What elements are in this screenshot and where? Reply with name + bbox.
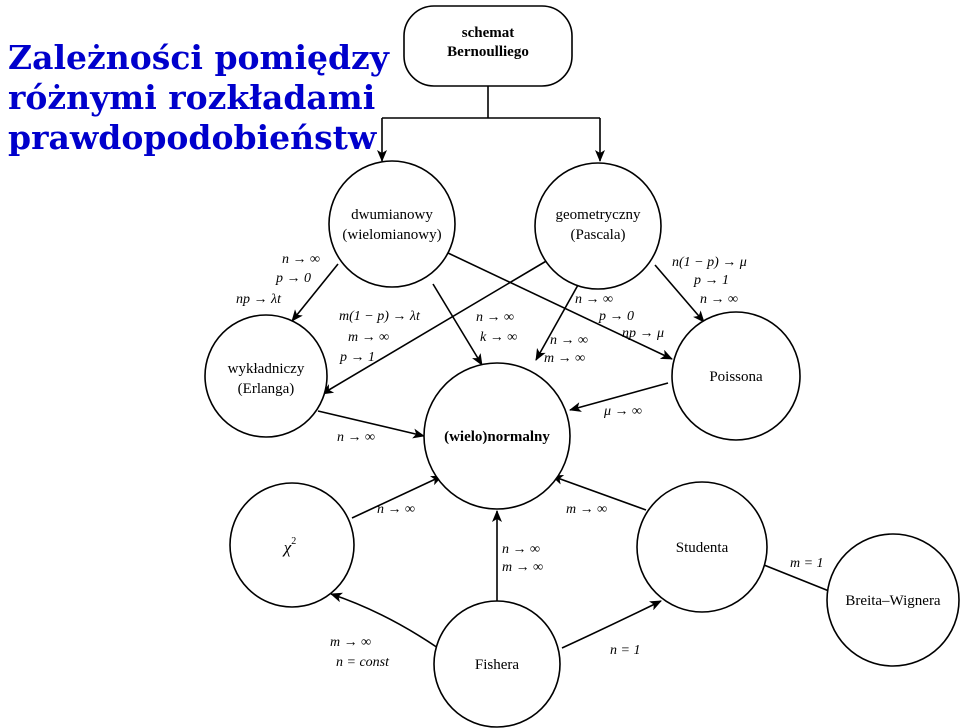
edge-label-line: p → 1 (339, 350, 375, 365)
edge-label-line: n = 1 (610, 643, 640, 658)
title-line-2: różnymi rozkładami (8, 78, 376, 117)
edge-fish-stud (561, 600, 662, 649)
edge-label-line: n → ∞ (550, 333, 588, 348)
node-chi2-symbol: χ2 (282, 536, 296, 557)
edge-label-line: np → λt (236, 292, 282, 307)
node-geometryczny: geometryczny (Pascala) (534, 162, 662, 290)
edge-label-line: n = const (336, 655, 390, 670)
edge-chi-norm (351, 475, 443, 519)
node-normalny: (wielo)normalny (423, 362, 571, 510)
edge-geo-pois (654, 264, 705, 323)
node-bernoulli-line1: schemat (462, 25, 515, 41)
edge-geo-norm (535, 284, 579, 361)
edge-label-line: μ → ∞ (603, 404, 642, 419)
node-studenta-line1: Studenta (676, 540, 729, 556)
edge-label-line: m → ∞ (566, 502, 607, 517)
edge-label-line: m → ∞ (544, 351, 585, 366)
edges (291, 252, 840, 649)
label-pois-norm: μ → ∞ (603, 404, 642, 419)
title-line-1: Zależności pomiędzy (8, 38, 389, 77)
edge-label-line: n → ∞ (502, 542, 540, 557)
node-breit-line1: Breita–Wignera (845, 593, 941, 609)
edge-label-line: p → 0 (598, 309, 634, 324)
label-geo-norm: n → ∞ m → ∞ (544, 333, 588, 366)
node-wykladniczy: wykładniczy (Erlanga) (204, 314, 328, 438)
edge-dwu-pois (447, 252, 673, 360)
label-dwu-wyk: n → ∞ p → 0 np → λt (236, 252, 320, 307)
edge-label-line: p → 0 (275, 271, 311, 286)
edge-label-line: n → ∞ (337, 430, 375, 445)
label-dwu-pois: n → ∞ p → 0 np → μ (575, 292, 664, 341)
edge-wyk-norm (317, 410, 425, 439)
edge-label-line: n → ∞ (377, 502, 415, 517)
node-poissona-line1: Poissona (709, 369, 763, 385)
label-chi-norm: n → ∞ (377, 502, 415, 517)
label-fish-stud: n = 1 (610, 643, 640, 658)
label-geo-pois: n(1 − p) → μ p → 1 n → ∞ (672, 255, 747, 307)
node-wykladniczy-line2: (Erlanga) (238, 381, 295, 397)
edge-dwu-norm (432, 283, 483, 366)
node-bernoulli-line2: Bernoulliego (447, 44, 529, 60)
edge-label-line: p → 1 (693, 273, 729, 288)
edge-label-line: n → ∞ (575, 292, 613, 307)
node-poissona: Poissona (671, 311, 801, 441)
edge-dwu-wyk (291, 263, 339, 322)
edge-fish-chi (330, 592, 439, 649)
edge-pois-norm (569, 382, 669, 412)
edge-label-line: n → ∞ (476, 310, 514, 325)
label-stud-breit: m = 1 (790, 556, 824, 571)
edge-label-line: m → ∞ (348, 330, 389, 345)
node-fishera-line1: Fishera (475, 657, 520, 673)
label-fish-norm: n → ∞ m → ∞ (502, 542, 543, 575)
node-chi2: χ2 (229, 482, 355, 608)
edge-labels: n → ∞ p → 0 np → λt m(1 − p) → λt m → ∞ … (236, 252, 824, 670)
label-stud-norm: m → ∞ (566, 502, 607, 517)
node-normalny-line1: (wielo)normalny (444, 429, 550, 445)
node-breit: Breita–Wignera (826, 533, 960, 667)
label-geo-wyk: m(1 − p) → λt m → ∞ p → 1 (339, 309, 421, 365)
node-geometryczny-line2: (Pascala) (571, 227, 626, 243)
edge-label-line: np → μ (622, 326, 664, 341)
edge-label-line: m → ∞ (330, 635, 371, 650)
label-wyk-norm: n → ∞ (337, 430, 375, 445)
node-dwumianowy-line1: dwumianowy (351, 207, 433, 223)
edge-label-line: k → ∞ (480, 330, 517, 345)
edge-label-line: n(1 − p) → μ (672, 255, 747, 270)
title-line-3: prawdopodobieństw (8, 118, 377, 157)
node-dwumianowy: dwumianowy (wielomianowy) (328, 160, 456, 288)
edge-stud-norm (551, 475, 647, 511)
edge-label-line: n → ∞ (282, 252, 320, 267)
edge-label-line: n → ∞ (700, 292, 738, 307)
node-studenta: Studenta (636, 481, 768, 613)
edge-stud-breit (763, 564, 840, 596)
connector-bernoulli (377, 86, 605, 162)
edge-label-line: m = 1 (790, 556, 824, 571)
edge-label-line: m(1 − p) → λt (339, 309, 421, 324)
node-dwumianowy-line2: (wielomianowy) (342, 227, 441, 243)
node-bernoulli: schemat Bernoulliego (403, 5, 573, 87)
node-fishera: Fishera (433, 600, 561, 728)
edge-label-line: m → ∞ (502, 560, 543, 575)
page-title: Zależności pomiędzy różnymi rozkładami p… (8, 38, 389, 158)
node-wykladniczy-line1: wykładniczy (228, 361, 305, 377)
node-geometryczny-line1: geometryczny (556, 207, 641, 223)
label-fish-chi: m → ∞ n = const (330, 635, 390, 670)
label-dwu-norm: n → ∞ k → ∞ (476, 310, 517, 345)
